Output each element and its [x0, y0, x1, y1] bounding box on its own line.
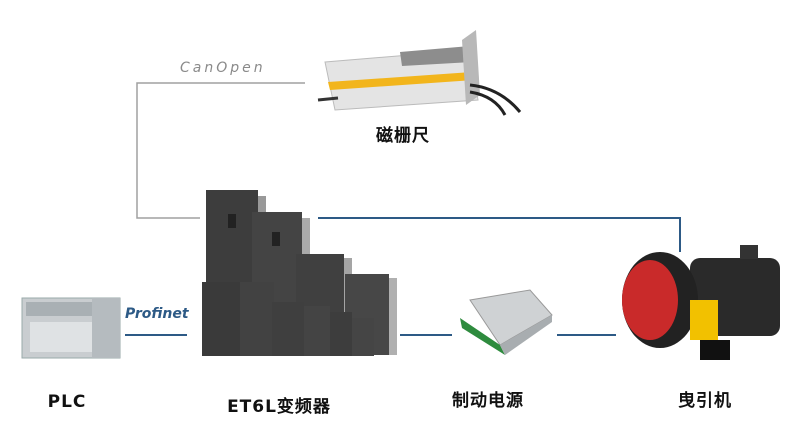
inverter-motor-line	[318, 217, 681, 252]
magnetic-scale-image	[317, 30, 522, 116]
canopen-line	[136, 82, 305, 219]
profinet-label: Profinet	[125, 306, 189, 322]
magnetic-scale-label: 磁栅尺	[376, 126, 430, 146]
brake-power-label: 制动电源	[452, 391, 524, 411]
traction-machine-image	[622, 245, 780, 360]
brake-power-supply-image	[460, 289, 553, 355]
traction-machine-label: 曳引机	[678, 391, 732, 411]
inverter-label: ET6L变频器	[227, 397, 331, 417]
canopen-label: CanOpen	[180, 60, 266, 76]
plc-image	[21, 297, 121, 359]
plc-label: PLC	[47, 392, 87, 412]
inverter-family-image	[202, 190, 397, 356]
